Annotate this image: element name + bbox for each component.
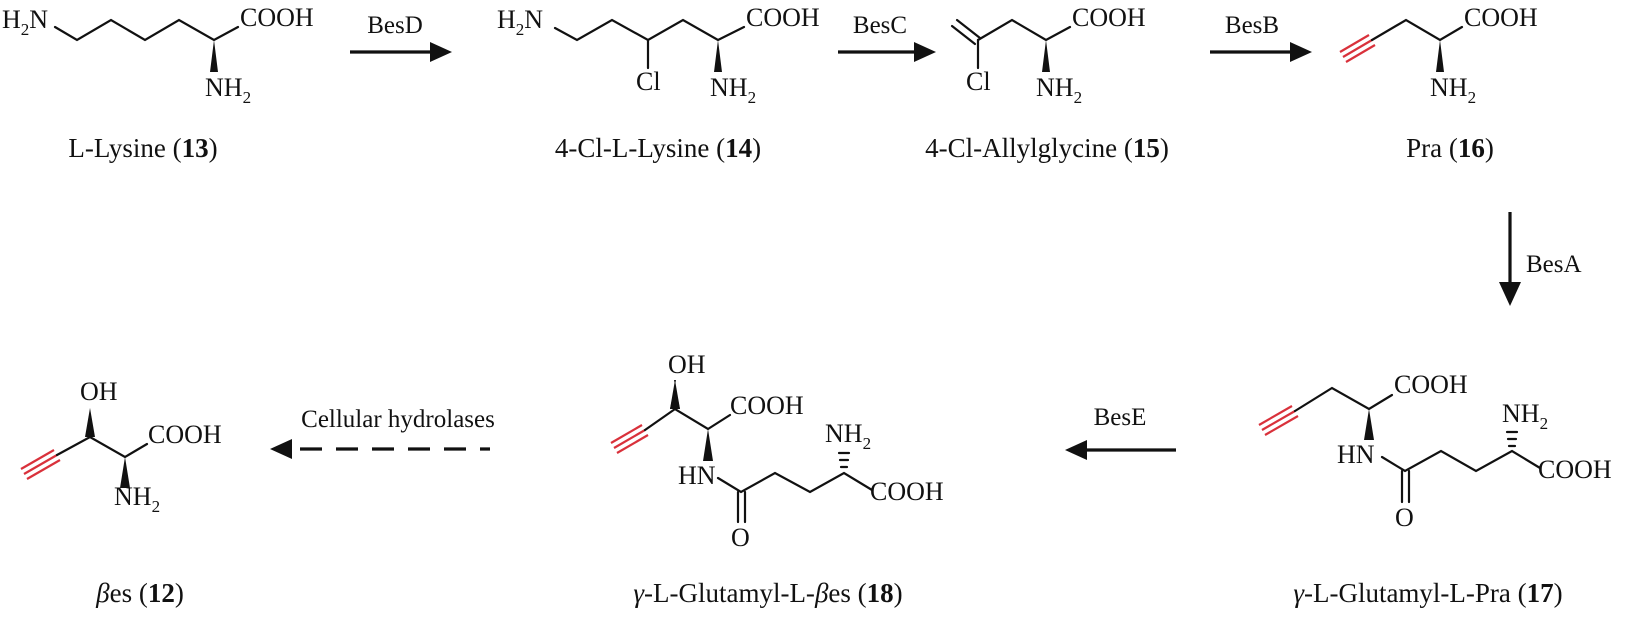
enzyme-label-bese: BesE: [1094, 404, 1147, 431]
arrowhead-icon: [1065, 440, 1087, 460]
compound-17-structure: COOH HN O NH2 COOH: [1258, 370, 1612, 532]
vinyl-double-bond-b: [950, 24, 977, 46]
stereo-wedge: [1364, 409, 1374, 440]
stereo-wedge: [703, 429, 713, 461]
stereo-wedge: [120, 457, 130, 488]
glutamyl-chain: [1380, 449, 1542, 473]
carboxyl-label: COOH: [240, 3, 314, 32]
stereo-wedge: [670, 380, 680, 409]
compound-12-structure: OH COOH NH2: [20, 377, 222, 516]
carboxyl-label: COOH: [148, 420, 222, 449]
carboxyl-label: COOH: [746, 3, 820, 32]
compound-15-structure: Cl COOH NH2: [950, 3, 1146, 107]
amine-label: H2N: [497, 5, 543, 39]
glutamyl-chain: [716, 471, 874, 494]
hydroxyl-label: OH: [668, 350, 706, 379]
compound-13-structure: H2N COOH NH2: [2, 3, 314, 107]
alpha-amine-label: NH2: [1036, 73, 1082, 107]
carbon-chain: [1370, 18, 1464, 42]
enzyme-label-besd: BesD: [367, 12, 423, 39]
compound-16-caption: Pra (16): [1406, 133, 1494, 163]
enzyme-label-besb: BesB: [1225, 12, 1279, 39]
carbon-chain: [1293, 386, 1394, 413]
stereo-wedge-oh: [85, 408, 95, 437]
enzyme-label-besa: BesA: [1526, 251, 1582, 278]
alpha-amine-label: NH2: [1502, 399, 1548, 433]
carbon-chain: [976, 18, 1072, 42]
stereo-wedge: [210, 40, 218, 72]
stereo-hash-bond: [837, 451, 851, 469]
compound-17-caption: γ-L-Glutamyl-L-Pra (17): [1293, 578, 1562, 608]
carboxyl-label: COOH: [730, 391, 804, 420]
carbon-chain: [53, 18, 240, 42]
compound-18-caption: γ-L-Glutamyl-L-βes (18): [633, 578, 902, 608]
alkyne-triple-bond: [20, 449, 61, 480]
stereo-wedge: [714, 40, 722, 72]
carboxyl-label: COOH: [1538, 455, 1612, 484]
carbonyl-oxygen-label: O: [1395, 503, 1414, 532]
arrowhead-icon: [1290, 42, 1312, 62]
chloro-label: Cl: [966, 67, 991, 96]
carboxyl-label: COOH: [870, 477, 944, 506]
carboxyl-label: COOH: [1394, 370, 1468, 399]
compound-16-structure: COOH NH2: [1339, 3, 1538, 107]
compound-13-caption: L-Lysine (13): [68, 133, 217, 163]
alkyne-triple-bond: [610, 424, 649, 454]
carboxyl-label: COOH: [1072, 3, 1146, 32]
arrowhead-icon: [914, 42, 936, 62]
carbon-chain: [55, 435, 149, 459]
compound-14-caption: 4-Cl-L-Lysine (14): [555, 133, 761, 163]
compound-14-structure: H2N Cl COOH NH2: [497, 3, 820, 107]
vinyl-double-bond-a: [955, 18, 982, 40]
arrowhead-icon: [430, 42, 452, 62]
stereo-hash-bond: [1505, 430, 1519, 448]
arrowhead-icon: [1499, 282, 1521, 306]
enzyme-label-besc: BesC: [853, 12, 907, 39]
amine-label: H2N: [2, 5, 48, 39]
alpha-amine-label: NH2: [1430, 73, 1476, 107]
amide-nh-label: HN: [1337, 440, 1375, 469]
carbon-chain: [553, 18, 746, 42]
carboxyl-label: COOH: [1464, 3, 1538, 32]
compound-12-caption: βes (12): [95, 578, 184, 608]
arrowhead-icon: [270, 439, 292, 459]
carbon-chain: [643, 407, 732, 432]
alkyne-triple-bond: [1339, 34, 1376, 63]
alpha-amine-label: NH2: [114, 482, 160, 516]
alpha-amine-label: NH2: [205, 73, 251, 107]
enzyme-label-cellular-hydrolases: Cellular hydrolases: [301, 406, 495, 433]
compound-15-caption: 4-Cl-Allylglycine (15): [925, 133, 1169, 163]
alpha-amine-label: NH2: [710, 73, 756, 107]
amide-nh-label: HN: [678, 461, 716, 490]
hydroxyl-label: OH: [80, 377, 118, 406]
carbonyl-oxygen-label: O: [731, 523, 750, 552]
stereo-wedge: [1042, 40, 1050, 72]
alpha-amine-label: NH2: [825, 419, 871, 453]
stereo-wedge: [1436, 40, 1444, 72]
compound-18-structure: OH COOH HN O NH2 COOH: [610, 350, 944, 552]
alkyne-triple-bond: [1258, 405, 1299, 436]
chloro-label: Cl: [636, 67, 661, 96]
